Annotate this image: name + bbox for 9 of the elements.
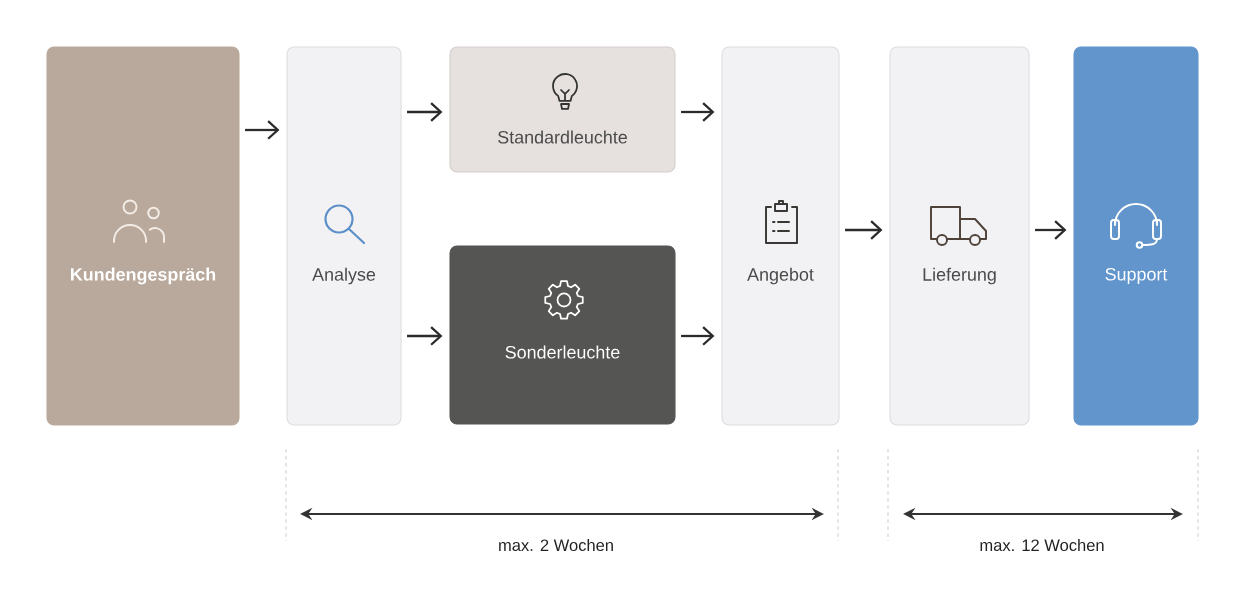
process-box: Kundengespräch [46, 46, 240, 426]
duration-label: max. 2 Wochen [499, 538, 613, 552]
process-box: Lieferung [889, 46, 1030, 426]
process-box: Sonderleuchte [449, 245, 676, 425]
duration-label: max. 12 Wochen [980, 538, 1104, 552]
process-box: Standardleuchte [449, 46, 676, 173]
process-box: Angebot [721, 46, 840, 426]
process-box: Analyse [286, 46, 402, 426]
process-box: Support [1073, 46, 1199, 426]
